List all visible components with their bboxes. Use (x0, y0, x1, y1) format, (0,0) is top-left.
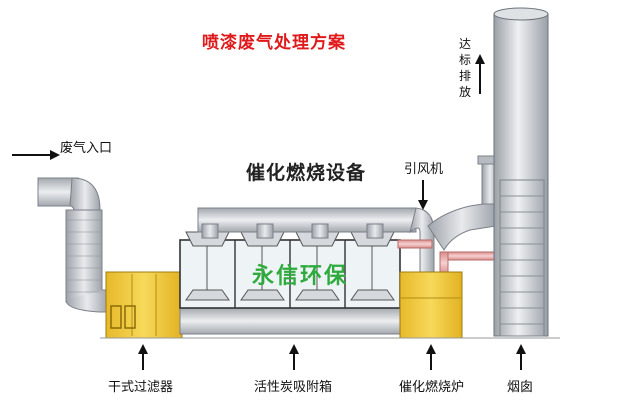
exhaust-label: 达 标 排 放 (459, 36, 473, 100)
exhaust-label-char: 放 (459, 85, 472, 99)
inlet-label: 废气入口 (60, 141, 113, 156)
inlet-duct (37, 177, 109, 313)
dry-filter-label: 干式过滤器 (108, 380, 174, 395)
brand-logo-text: 永信环保 (252, 264, 349, 289)
carbon-box-label: 活性炭吸附箱 (254, 380, 333, 395)
diagram-title: 喷漆废气处理方案 (202, 33, 346, 53)
exhaust-label-char: 达 (459, 37, 472, 51)
inlet-arrow (12, 150, 60, 160)
catalytic-furnace-unit (399, 271, 463, 339)
fan-label: 引风机 (404, 162, 444, 177)
main-equipment-label: 催化燃烧设备 (246, 162, 367, 184)
hot-gas-pipes (397, 239, 499, 275)
fan-arrow (418, 180, 428, 210)
exhaust-label-char: 标 (459, 53, 472, 67)
bottom-duct (179, 307, 401, 335)
dry-filter-unit (105, 271, 183, 339)
chimney-unit (493, 7, 549, 337)
catalytic-furnace-label: 催化燃烧炉 (399, 380, 465, 395)
exhaust-arrow (475, 54, 485, 94)
top-duct (197, 207, 435, 273)
chimney-label: 烟囱 (507, 380, 534, 395)
component-arrows (138, 344, 526, 370)
carbon-box-unit (179, 231, 401, 309)
exhaust-label-char: 排 (459, 69, 472, 83)
